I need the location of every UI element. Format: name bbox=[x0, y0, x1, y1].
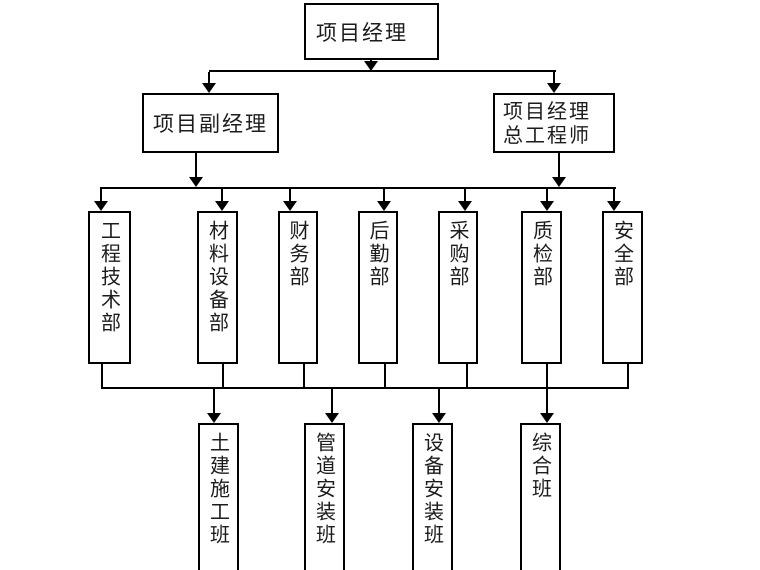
arrow-down-icon bbox=[540, 413, 554, 423]
org-node-label: 后勤部 bbox=[366, 220, 390, 289]
connector-line bbox=[303, 364, 305, 389]
org-node-label: 项目经理 bbox=[316, 20, 408, 45]
arrow-down-icon bbox=[202, 83, 216, 93]
arrow-down-icon bbox=[215, 201, 229, 211]
connector-line bbox=[613, 189, 615, 202]
connector-line bbox=[289, 189, 291, 202]
connector-line bbox=[464, 189, 466, 202]
connector-line bbox=[208, 72, 210, 84]
org-node-label: 设备安装班 bbox=[420, 432, 445, 547]
connector-line bbox=[438, 389, 440, 414]
org-node-general-team: 综合班 bbox=[520, 423, 561, 570]
org-node-civil-construction-team: 土建施工班 bbox=[198, 423, 239, 570]
org-node-label: 材料设备部 bbox=[205, 220, 230, 335]
connector-line bbox=[101, 364, 103, 389]
org-node-label-line1: 项目经理 bbox=[503, 99, 591, 123]
org-node-logistics-dept: 后勤部 bbox=[358, 211, 398, 364]
arrow-down-icon bbox=[377, 201, 391, 211]
connector-line bbox=[546, 364, 548, 389]
org-node-finance-dept: 财务部 bbox=[278, 211, 318, 364]
arrow-down-icon bbox=[458, 201, 472, 211]
arrow-down-icon bbox=[364, 61, 378, 71]
org-node-equipment-installation-team: 设备安装班 bbox=[412, 423, 453, 570]
org-node-label: 管道安装班 bbox=[312, 432, 337, 547]
connector-line bbox=[546, 189, 548, 202]
arrow-down-icon bbox=[432, 413, 446, 423]
org-node-safety-dept: 安全部 bbox=[602, 211, 643, 364]
connector-line bbox=[209, 70, 556, 72]
connector-line bbox=[101, 387, 629, 389]
org-node-engineering-tech-dept: 工程技术部 bbox=[88, 211, 131, 364]
connector-line bbox=[546, 389, 548, 414]
org-node-label: 采购部 bbox=[446, 220, 470, 289]
connector-line bbox=[331, 389, 333, 414]
connector-line bbox=[100, 187, 616, 189]
arrow-down-icon bbox=[325, 413, 339, 423]
org-node-deputy-project-manager: 项目副经理 bbox=[142, 93, 279, 153]
org-node-materials-equipment-dept: 材料设备部 bbox=[197, 211, 238, 364]
connector-line bbox=[221, 189, 223, 202]
org-node-pipeline-installation-team: 管道安装班 bbox=[304, 423, 345, 570]
connector-line bbox=[222, 364, 224, 389]
connector-line bbox=[383, 189, 385, 202]
connector-line bbox=[213, 389, 215, 414]
arrow-down-icon bbox=[283, 201, 297, 211]
org-node-label: 综合班 bbox=[528, 432, 553, 501]
org-node-label: 质检部 bbox=[529, 220, 554, 289]
org-node-label-line2: 总工程师 bbox=[503, 123, 591, 147]
connector-line bbox=[384, 364, 386, 389]
org-node-label: 项目副经理 bbox=[153, 112, 268, 136]
org-node-label: 土建施工班 bbox=[206, 432, 231, 547]
connector-line bbox=[100, 189, 102, 202]
org-node-label: 财务部 bbox=[286, 220, 310, 289]
org-node-project-manager: 项目经理 bbox=[304, 3, 439, 60]
org-node-label: 安全部 bbox=[610, 220, 635, 289]
org-node-procurement-dept: 采购部 bbox=[438, 211, 478, 364]
org-node-label: 工程技术部 bbox=[97, 220, 122, 335]
arrow-down-icon bbox=[189, 177, 203, 187]
arrow-down-icon bbox=[607, 201, 621, 211]
arrow-down-icon bbox=[547, 83, 561, 93]
arrow-down-icon bbox=[207, 413, 221, 423]
org-node-chief-engineer: 项目经理 总工程师 bbox=[493, 93, 615, 153]
connector-line bbox=[195, 153, 197, 178]
arrow-down-icon bbox=[540, 201, 554, 211]
connector-line bbox=[553, 72, 555, 84]
connector-line bbox=[558, 153, 560, 178]
connector-line bbox=[466, 364, 468, 389]
arrow-down-icon bbox=[552, 177, 566, 187]
arrow-down-icon bbox=[94, 201, 108, 211]
connector-line bbox=[627, 364, 629, 389]
org-node-quality-inspection-dept: 质检部 bbox=[521, 211, 562, 364]
